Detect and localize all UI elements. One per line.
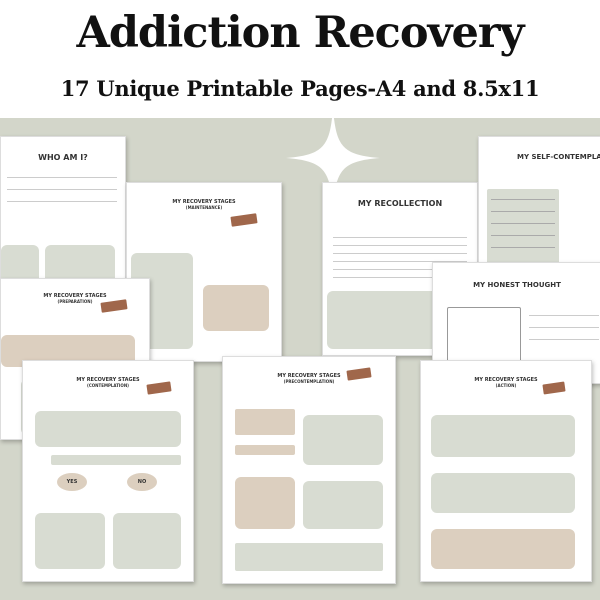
worksheet-contemplation: MY RECOVERY STAGES (CONTEMPLATION) YES N… [22,360,194,582]
worksheet-precontemplation: MY RECOVERY STAGES (PRECONTEMPLATION) [222,356,396,584]
worksheet-stage: (ACTION) [495,383,517,388]
page-title: Addiction Recovery [76,8,524,58]
worksheet-stage: (MAINTENANCE) [185,205,223,210]
worksheet-title: MY RECOVERY STAGES [76,377,140,383]
page-subtitle: 17 Unique Printable Pages-A4 and 8.5x11 [60,76,540,101]
worksheet-title: MY RECOVERY STAGES [277,373,341,379]
worksheet-who-am-i: WHO AM I? [0,136,126,298]
worksheet-title: MY RECOLLECTION [357,199,443,208]
worksheet-stage: (PREPARATION) [57,299,93,304]
sparkle-star-icon [286,108,380,208]
yes-oval: YES [57,473,87,491]
worksheet-title: MY HONEST THOUGHT [473,281,561,289]
worksheet-action: MY RECOVERY STAGES (ACTION) [420,360,592,582]
worksheet-stage: (PRECONTEMPLATION) [283,379,335,384]
worksheet-title: MY SELF-CONTEMPLATIO [517,153,600,161]
no-oval: NO [127,473,157,491]
header-banner: Addiction Recovery 17 Unique Printable P… [0,0,600,118]
worksheet-title: WHO AM I? [38,153,88,162]
worksheet-self-contemplation: MY SELF-CONTEMPLATIO [478,136,600,268]
worksheet-title: MY RECOVERY STAGES [172,199,236,205]
worksheet-title: MY RECOVERY STAGES [43,293,107,299]
worksheet-stage: (CONTEMPLATION) [86,383,129,388]
worksheet-title: MY RECOVERY STAGES [474,377,538,383]
worksheet-maintenance: MY RECOVERY STAGES (MAINTENANCE) [126,182,282,362]
